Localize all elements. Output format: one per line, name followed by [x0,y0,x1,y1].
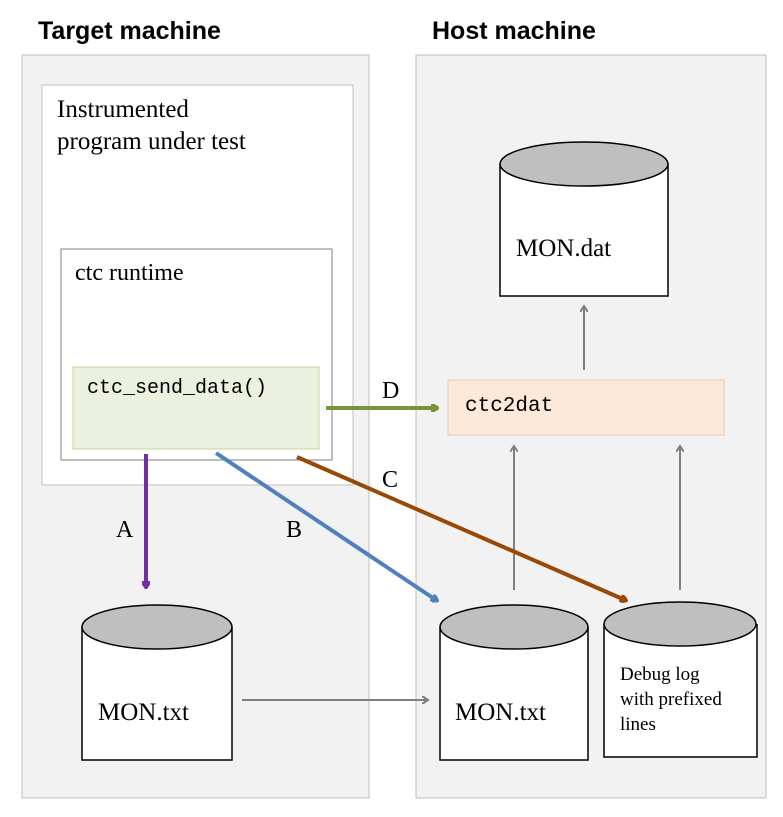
program-label-line2: program under test [57,128,246,155]
debug-log-label-line1: Debug log [620,664,700,685]
target-mon-txt-cylinder: MON.txt [81,604,233,761]
mon-dat-cylinder: MON.dat [499,141,669,297]
host-machine-header: Host machine [432,17,596,45]
host-mon-txt-cylinder: MON.txt [439,604,589,761]
ctc2dat-label: ctc2dat [465,395,553,418]
host-mon-txt-label: MON.txt [455,699,546,726]
program-label-line1: Instrumented [57,96,189,123]
arrow-c-label: C [382,467,398,493]
ctc-runtime-label: ctc runtime [75,260,184,286]
ctc2dat-box [447,379,725,436]
target-machine-header: Target machine [38,17,221,45]
debug-log-label-line2: with prefixed [620,689,722,710]
arrow-b [214,451,436,600]
ctc-send-data-label: ctc_send_data() [87,377,267,400]
arrow-b-label: B [286,517,302,543]
debug-log-label-line3: lines [620,714,656,735]
target-mon-txt-label: MON.txt [98,699,189,726]
ctc-send-data-box [72,366,320,450]
debug-log-cylinder: Debug log with prefixed lines [603,601,758,758]
arrow-a-label: A [116,517,134,543]
mon-dat-label: MON.dat [516,235,611,262]
arrow-c [296,455,625,600]
arrow-d-label: D [382,378,399,404]
